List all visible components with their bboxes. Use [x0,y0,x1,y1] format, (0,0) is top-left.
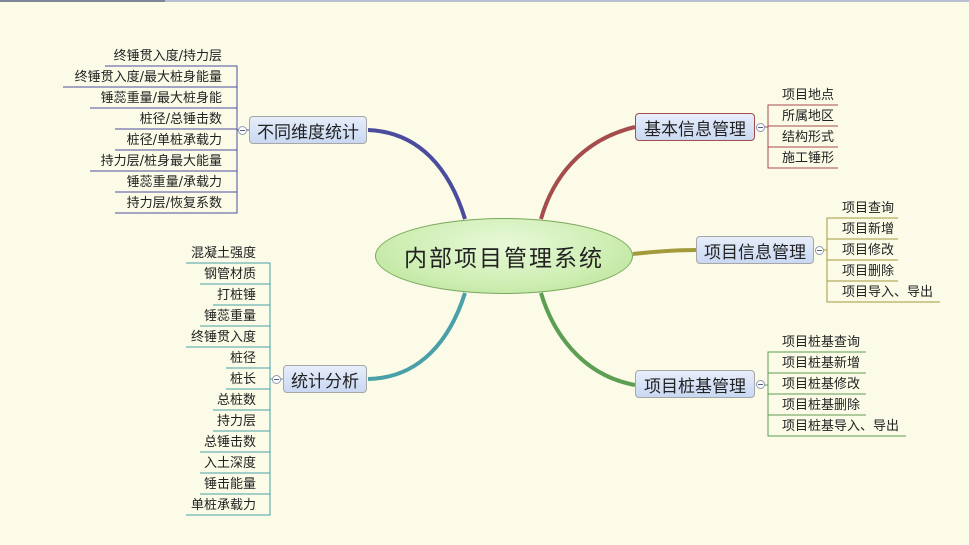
collapse-toggle-pile-mgmt[interactable] [756,380,765,389]
leaf-pile-mgmt[interactable]: 项目桩基导入、导出 [782,419,900,434]
window-top-border [0,0,969,2]
leaf-pile-mgmt[interactable]: 项目桩基新增 [782,356,861,371]
leaf-dim-stats[interactable]: 锤蕊重量/承载力 [126,175,222,190]
connector-stat-analysis [367,292,467,381]
leaf-dim-stats[interactable]: 持力层/恢复系数 [126,196,222,211]
leaf-project-info[interactable]: 项目导入、导出 [842,285,934,300]
leaf-basic-info[interactable]: 项目地点 [782,88,835,103]
branch-pile-mgmt[interactable]: 项目桩基管理 [635,370,755,398]
connector-dim-stats [367,128,467,220]
branch-basic-info[interactable]: 基本信息管理 [635,113,755,141]
collapse-toggle-dim-stats[interactable] [238,126,247,135]
leaf-stat-analysis[interactable]: 终锤贯入度 [190,330,256,345]
leaf-stat-analysis[interactable]: 桩长 [229,372,256,387]
leaf-dim-stats[interactable]: 桩径/单桩承载力 [126,133,222,148]
collapse-toggle-basic-info[interactable] [756,123,765,132]
leaf-pile-mgmt[interactable]: 项目桩基查询 [782,335,861,350]
collapse-toggle-stat-analysis[interactable] [272,375,281,384]
leaf-project-info[interactable]: 项目删除 [842,264,895,279]
leaf-basic-info[interactable]: 结构形式 [782,130,835,145]
leaf-project-info[interactable]: 项目查询 [842,201,895,216]
leaf-dim-stats[interactable]: 锤蕊重量/最大桩身能 [100,91,222,106]
connector-basic-info [539,125,636,220]
branch-stat-analysis[interactable]: 统计分析 [283,365,367,393]
leaf-stat-analysis[interactable]: 锤击能量 [203,477,256,492]
leaf-stat-analysis[interactable]: 桩径 [229,351,256,366]
leaf-stat-analysis[interactable]: 单桩承载力 [190,498,256,513]
collapse-toggle-project-info[interactable] [815,246,824,255]
leaf-dim-stats[interactable]: 终锤贯入度/持力层 [113,49,222,64]
leaf-basic-info[interactable]: 所属地区 [782,109,835,124]
stat-analysis-leaf-lines [186,262,283,516]
leaf-stat-analysis[interactable]: 入土深度 [203,456,256,471]
leaf-stat-analysis[interactable]: 打桩锤 [216,288,256,303]
leaf-dim-stats[interactable]: 持力层/桩身最大能量 [100,154,222,169]
branch-project-info[interactable]: 项目信息管理 [696,236,814,264]
branch-dim-stats[interactable]: 不同维度统计 [249,116,367,144]
connector-pile-mgmt [539,292,636,387]
leaf-stat-analysis[interactable]: 总锤击数 [203,435,256,450]
connector-project-info [632,248,697,256]
leaf-pile-mgmt[interactable]: 项目桩基修改 [782,377,861,392]
leaf-stat-analysis[interactable]: 钢管材质 [203,267,256,282]
leaf-basic-info[interactable]: 施工锤形 [782,151,835,166]
leaf-stat-analysis[interactable]: 锤蕊重量 [203,309,256,324]
leaf-dim-stats[interactable]: 终锤贯入度/最大桩身能量 [74,70,222,85]
dim-stats-leaf-lines [63,65,249,214]
leaf-stat-analysis[interactable]: 总桩数 [216,393,256,408]
leaf-stat-analysis[interactable]: 持力层 [216,414,256,429]
leaf-project-info[interactable]: 项目新增 [842,222,895,237]
leaf-dim-stats[interactable]: 桩径/总锤击数 [139,112,222,127]
window-top-border-accent [0,0,165,2]
leaf-stat-analysis[interactable]: 混凝土强度 [190,246,256,261]
leaf-pile-mgmt[interactable]: 项目桩基删除 [782,398,861,413]
central-topic[interactable]: 内部项目管理系统 [375,218,633,294]
leaf-project-info[interactable]: 项目修改 [842,243,895,258]
